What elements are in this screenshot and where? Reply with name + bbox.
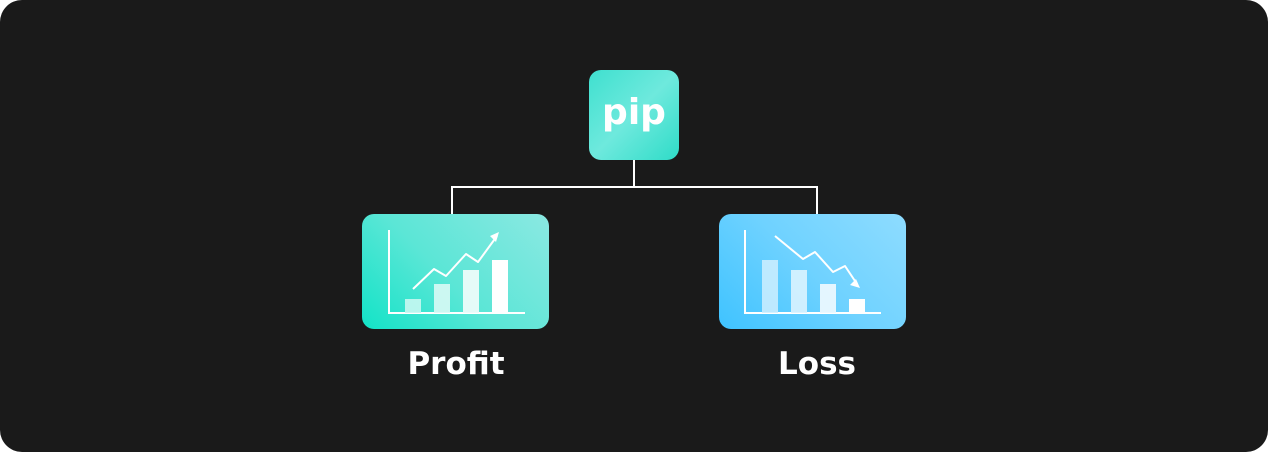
chart-down-bar-2 bbox=[791, 270, 807, 313]
loss-card bbox=[719, 214, 906, 329]
chart-up-trend-line bbox=[412, 235, 498, 290]
chart-up-bar-3 bbox=[463, 270, 479, 313]
chart-down-arrowhead bbox=[850, 279, 860, 288]
root-node: pip bbox=[589, 70, 679, 160]
chart-up-arrowhead bbox=[490, 232, 499, 242]
chart-down-icon bbox=[744, 230, 881, 314]
chart-up-bar-1 bbox=[405, 299, 421, 313]
chart-down-bar-3 bbox=[820, 284, 836, 313]
profit-card bbox=[362, 214, 549, 329]
chart-down-bar-4 bbox=[849, 299, 865, 313]
profit-label: Profit bbox=[407, 346, 505, 382]
loss-label: Loss bbox=[778, 346, 856, 382]
chart-up-bar-4 bbox=[492, 260, 508, 313]
chart-down-trend-line bbox=[774, 235, 858, 285]
chart-up-icon bbox=[388, 230, 525, 314]
chart-down-bar-1 bbox=[762, 260, 778, 313]
chart-up-bar-2 bbox=[434, 284, 450, 313]
root-label: pip bbox=[602, 92, 666, 133]
